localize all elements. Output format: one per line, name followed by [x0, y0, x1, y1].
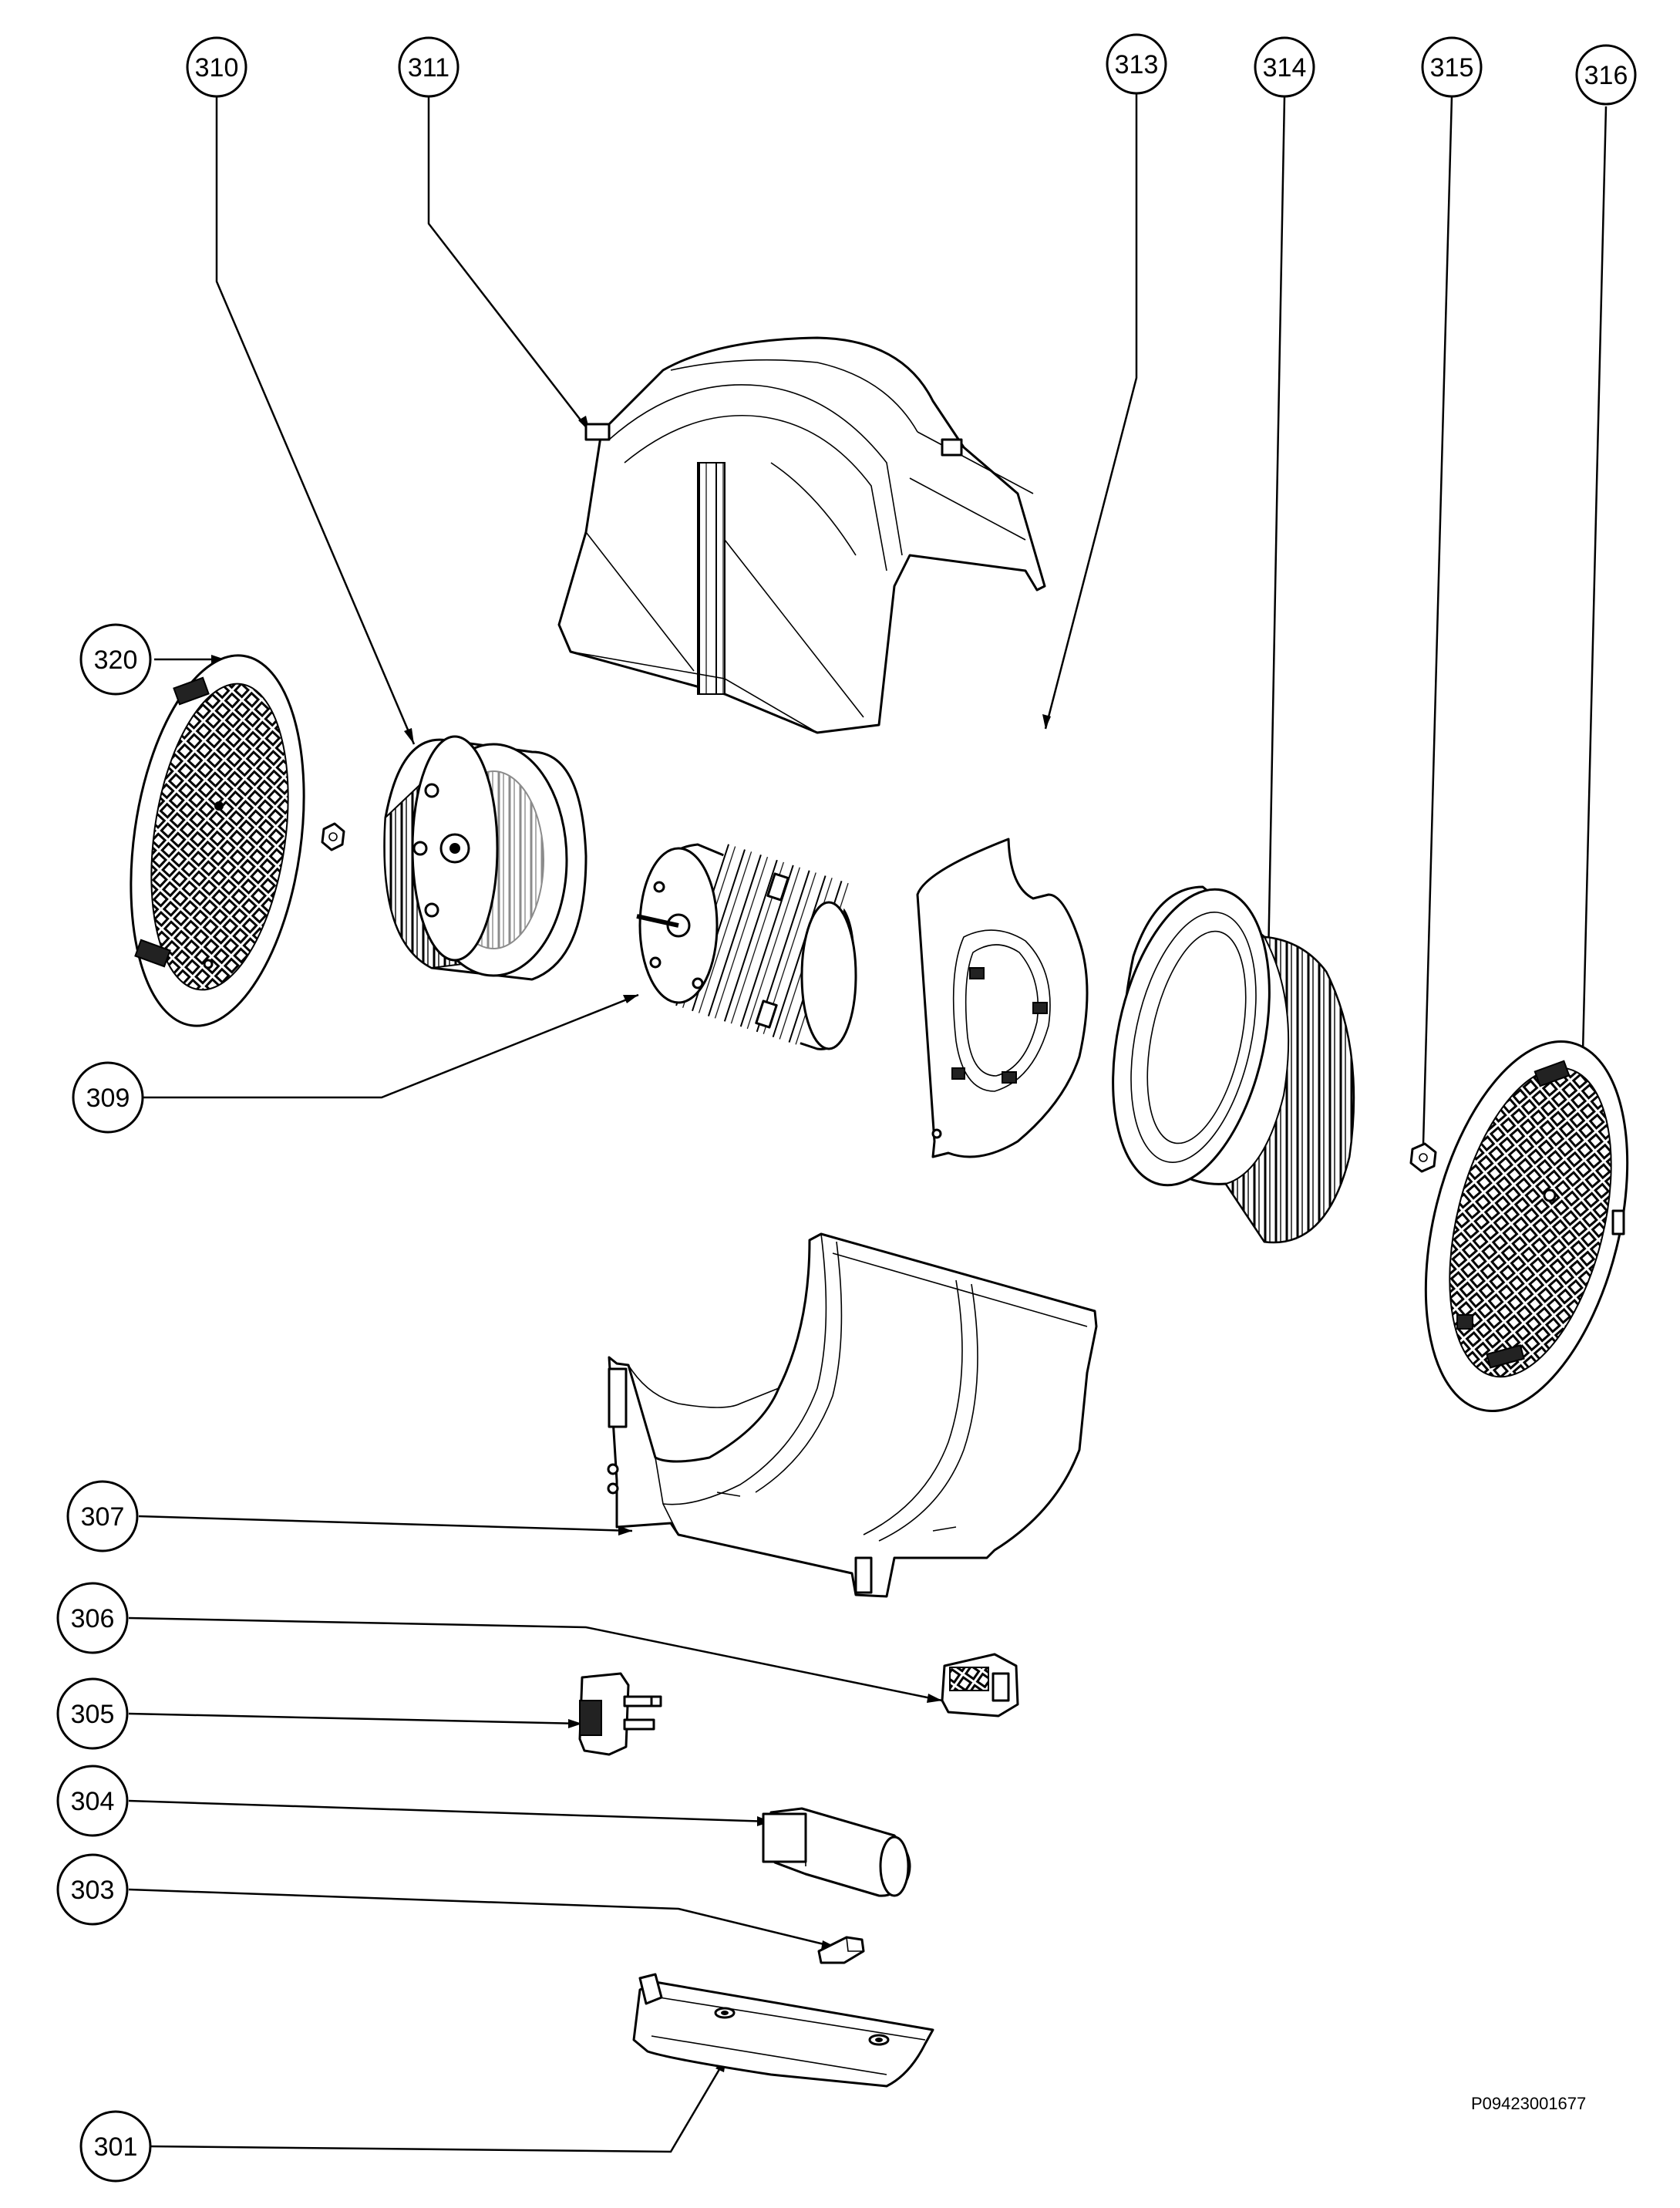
- callout-309: 309: [72, 1061, 144, 1134]
- callout-301-label: 301: [94, 2132, 138, 2162]
- callout-306: 306: [56, 1582, 129, 1654]
- callout-315-label: 315: [1430, 53, 1474, 83]
- callout-315: 315: [1421, 36, 1483, 98]
- callout-303-label: 303: [71, 1876, 115, 1905]
- callout-305-label: 305: [71, 1700, 115, 1729]
- callout-313: 313: [1106, 33, 1167, 95]
- part-313-mount-plate: [916, 838, 1089, 1158]
- part-311-upper-housing: [557, 336, 1046, 734]
- callout-310: 310: [186, 36, 247, 98]
- callout-320-label: 320: [94, 646, 138, 675]
- part-314-blower-wheel: [1112, 885, 1355, 1244]
- callout-313-label: 313: [1115, 50, 1159, 79]
- callout-307: 307: [66, 1480, 139, 1552]
- callout-305: 305: [56, 1677, 129, 1750]
- callout-314: 314: [1254, 36, 1315, 98]
- nut-small-left: [321, 822, 345, 851]
- part-320-front-grille: [130, 654, 305, 1027]
- part-305-plug: [578, 1672, 662, 1756]
- part-306-connector: [941, 1653, 1019, 1718]
- callout-316-label: 316: [1584, 61, 1628, 90]
- part-316-rear-grille: [1424, 1040, 1629, 1412]
- part-303-clip: [817, 1936, 865, 1964]
- callout-311: 311: [398, 36, 460, 98]
- callout-304-label: 304: [71, 1787, 115, 1816]
- callout-304: 304: [56, 1765, 129, 1837]
- callout-314-label: 314: [1263, 53, 1307, 83]
- part-307-lower-housing: [607, 1232, 1098, 1598]
- callout-316: 316: [1575, 44, 1637, 106]
- callout-311-label: 311: [408, 53, 449, 83]
- callout-307-label: 307: [81, 1502, 125, 1532]
- callout-309-label: 309: [86, 1084, 130, 1113]
- part-309-motor: [636, 843, 857, 1050]
- document-id: P09423001677: [1471, 2094, 1586, 2113]
- part-315-nut: [1409, 1142, 1437, 1173]
- part-304-capacitor: [762, 1807, 911, 1897]
- callout-310-label: 310: [195, 53, 239, 83]
- callout-301: 301: [79, 2110, 152, 2183]
- part-310-blower-wheel: [383, 735, 587, 981]
- callout-320: 320: [79, 623, 152, 696]
- callout-303: 303: [56, 1853, 129, 1926]
- part-301-bottom-tray: [632, 1973, 934, 2088]
- callout-306-label: 306: [71, 1604, 115, 1633]
